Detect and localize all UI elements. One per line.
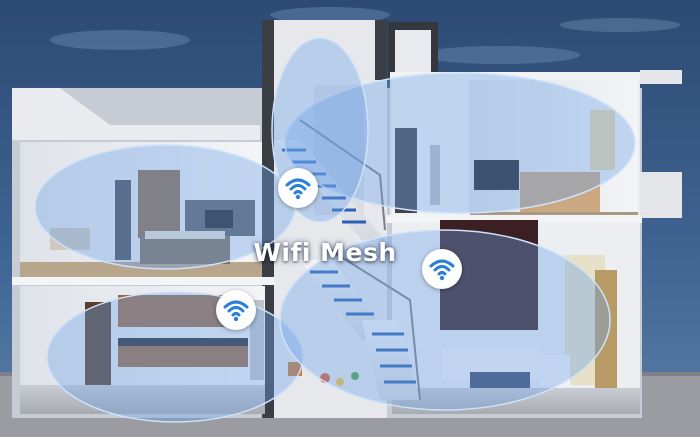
stairwell-access-point xyxy=(422,249,462,289)
coverage-zone-ground-left xyxy=(46,291,304,423)
staircase xyxy=(275,119,421,401)
upper-floor-access-point xyxy=(278,168,318,208)
coverage-zone-upper-right xyxy=(284,72,636,214)
wifi-icon xyxy=(285,178,311,200)
wifi-mesh-caption: Wifi Mesh xyxy=(253,238,397,267)
wifi-icon xyxy=(429,259,455,281)
wifi-icon xyxy=(223,300,249,322)
coverage-zone-ground-right xyxy=(279,229,611,411)
ground-floor-access-point xyxy=(216,290,256,330)
clouds xyxy=(50,7,680,64)
